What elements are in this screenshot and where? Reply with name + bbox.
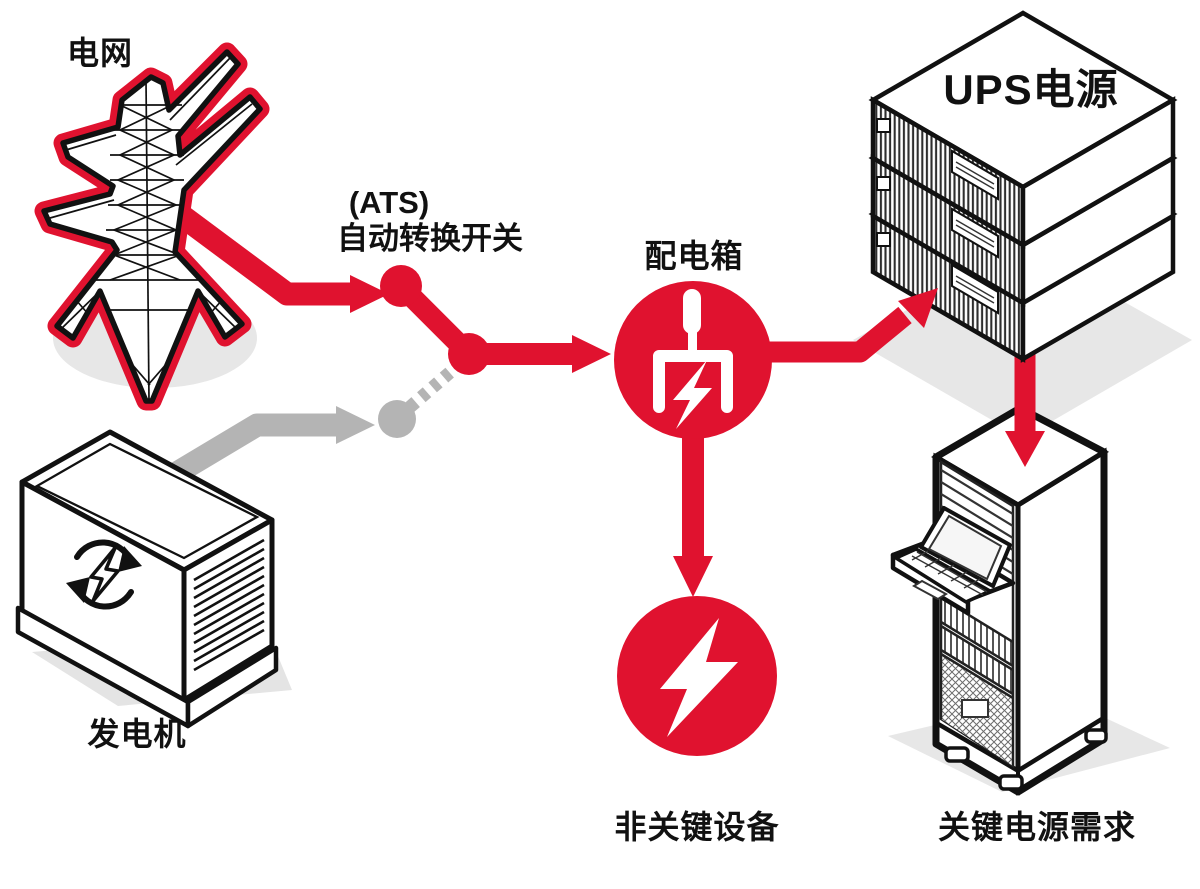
- rack-foot: [998, 774, 1024, 791]
- arrowhead: [1005, 431, 1045, 467]
- generator-energy-icon: [66, 539, 142, 610]
- arrowhead: [350, 275, 389, 313]
- ups-label: UPS电源: [943, 66, 1118, 113]
- critical-load-label: 关键电源需求: [938, 809, 1136, 845]
- laptop-icon: [894, 506, 1012, 604]
- edge-distribution-to-ups: [762, 288, 938, 363]
- rack-foot: [1084, 728, 1108, 744]
- power-grid-tower-icon: [34, 42, 270, 411]
- ups-unit: [868, 10, 1178, 249]
- grid-label: 电网: [67, 35, 133, 71]
- edge-generator-to-ats: [144, 363, 460, 499]
- generator-label: 发电机: [87, 716, 186, 752]
- rack-server-unit: [941, 623, 1013, 697]
- bolt-glyph: [673, 360, 712, 429]
- ats-grid-contact: [380, 265, 422, 307]
- laptop-base: [894, 547, 992, 604]
- lightning-bolt-icon: [660, 618, 738, 737]
- generator-vents: [193, 538, 265, 672]
- breaker-plug-icon: [653, 289, 733, 429]
- laptop-keyboard: [911, 550, 988, 596]
- non-critical-load-node: [617, 596, 777, 756]
- arrowhead: [336, 406, 375, 444]
- server-rack-icon: [890, 404, 1110, 796]
- arrowhead-noncritical: [673, 556, 713, 597]
- edge-grid-to-ats: [163, 197, 389, 313]
- arrowhead: [572, 335, 611, 373]
- non-critical-label: 非关键设备: [614, 809, 779, 845]
- laptop-trackpad: [912, 579, 948, 601]
- rack-foot: [944, 746, 970, 763]
- edge-ats-to-distribution: [469, 335, 611, 373]
- ats-standby-contact: [378, 400, 416, 438]
- ats-abbr-label: (ATS): [349, 185, 429, 220]
- distribution-box-node: [614, 281, 772, 439]
- ups-stack-icon: UPS电源: [868, 10, 1178, 363]
- arrowhead: [898, 288, 938, 328]
- ats-name-label: 自动转换开关: [337, 221, 523, 256]
- distribution-box-label: 配电箱: [644, 238, 743, 274]
- edge-ups-to-critical: [1005, 350, 1045, 467]
- rack-server-unit: [941, 595, 1013, 669]
- generator-icon: [15, 429, 279, 729]
